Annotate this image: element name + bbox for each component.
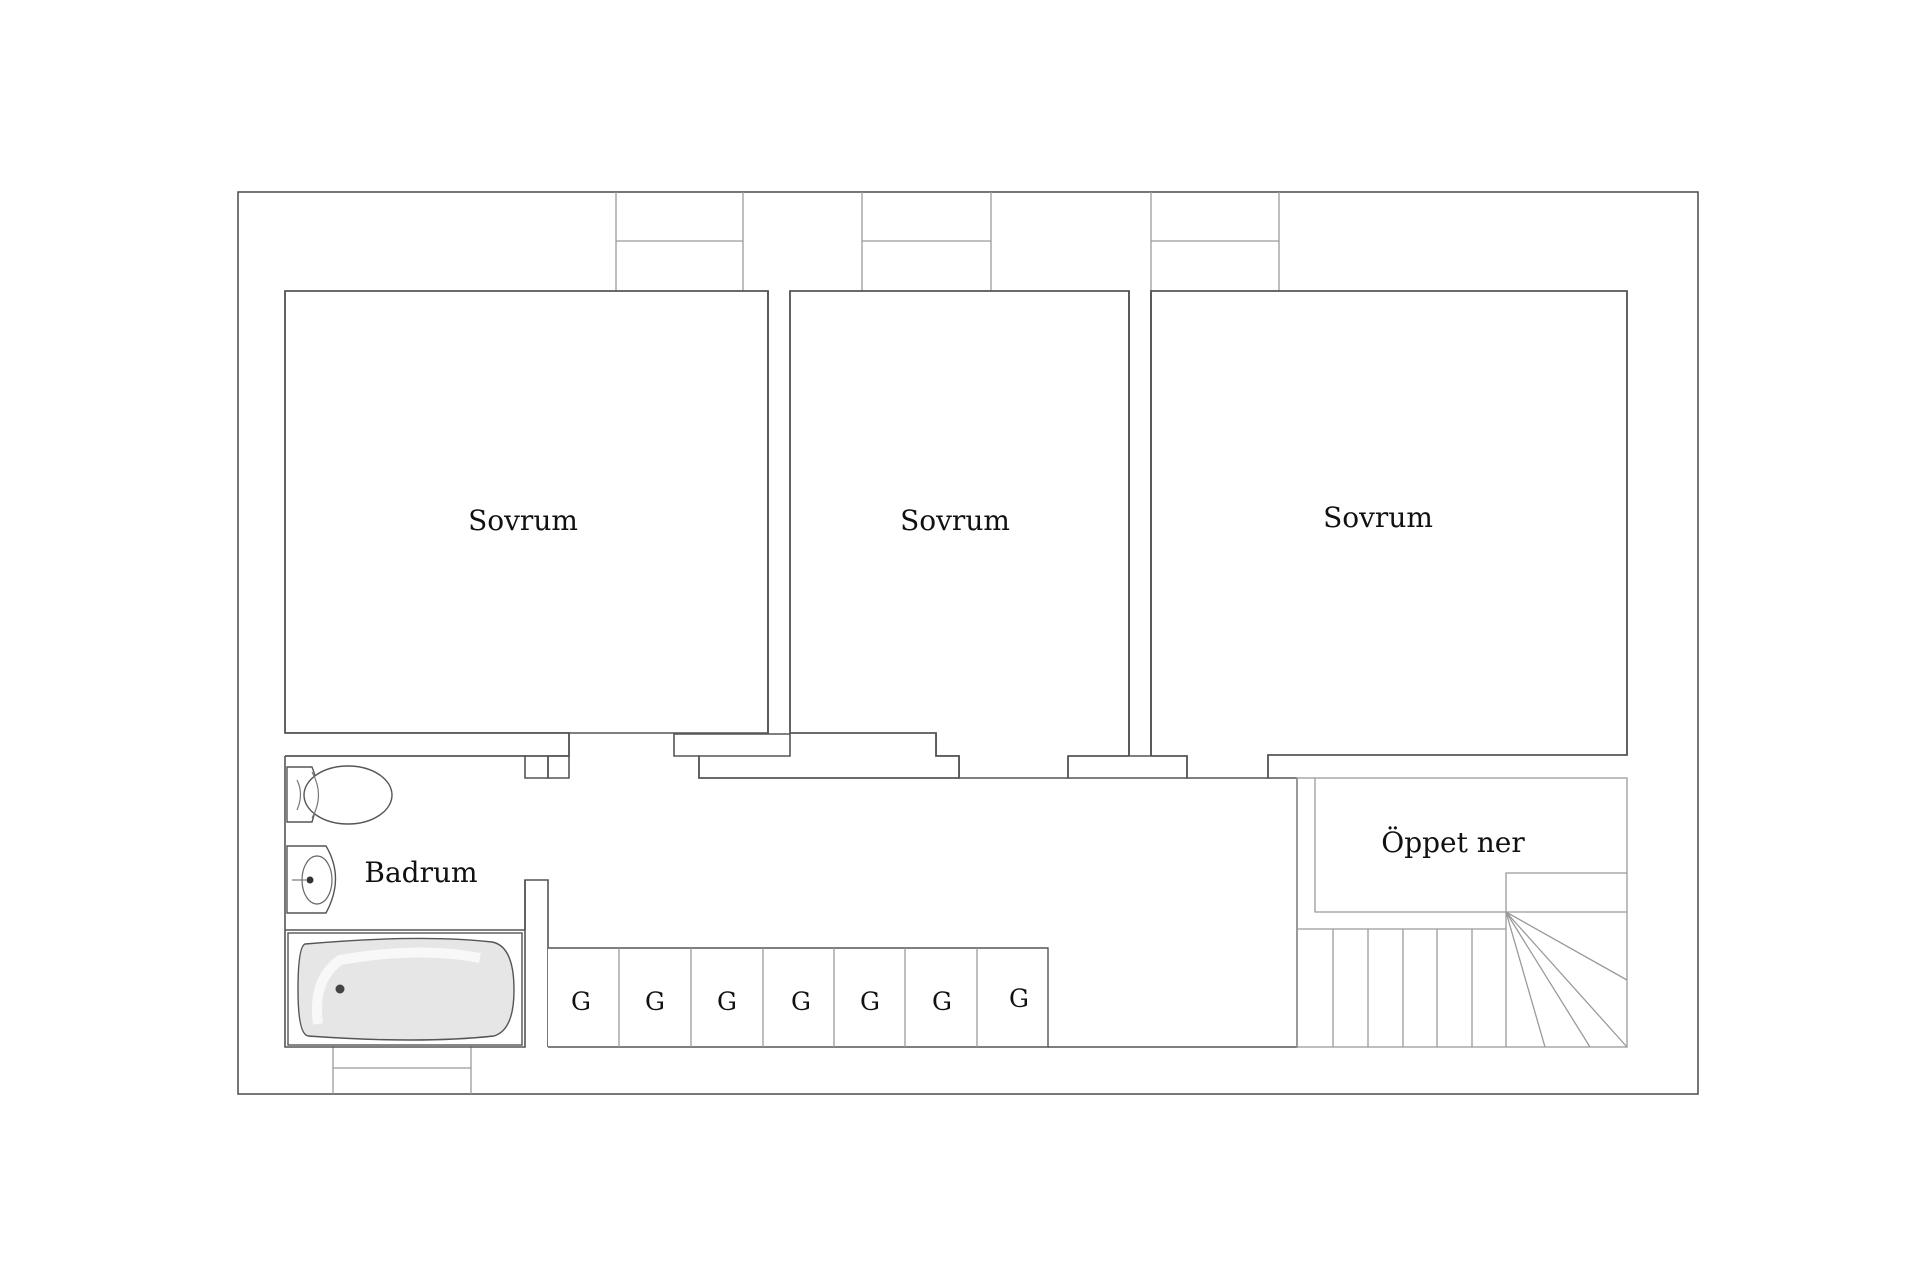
bathroom-walls (284, 756, 549, 1048)
sink-icon (286, 845, 337, 914)
toilet-icon (286, 765, 393, 825)
bathtub-icon (287, 932, 523, 1046)
window-top-left (615, 192, 744, 291)
room-label-bedroom-1: Sovrum (468, 504, 578, 537)
window-top-right (1150, 192, 1280, 291)
wardrobe-label-5: G (860, 987, 880, 1016)
wardrobe-label-7: G (1009, 984, 1029, 1013)
window-top-middle (861, 192, 992, 291)
room-label-bedroom-2: Sovrum (900, 504, 1010, 537)
interior-walls (284, 290, 1628, 779)
wardrobe-label-4: G (791, 987, 811, 1016)
wardrobe-label-3: G (717, 987, 737, 1016)
staircase (1297, 911, 1628, 1048)
room-label-bathroom: Badrum (364, 856, 477, 889)
bedroom-1-floor (286, 292, 767, 732)
bedroom-2-floor (791, 292, 1128, 732)
room-label-bedroom-3: Sovrum (1323, 501, 1433, 534)
wardrobe-row (548, 947, 1049, 1048)
wardrobe-label-6: G (932, 987, 952, 1016)
door-jamb-left-1 (285, 732, 570, 757)
bedroom-3-floor (1152, 292, 1626, 754)
wardrobe-label-1: G (571, 987, 591, 1016)
window-bottom (332, 1046, 472, 1094)
room-label-open-below: Öppet ner (1381, 825, 1525, 859)
wardrobe-label-2: G (645, 987, 665, 1016)
